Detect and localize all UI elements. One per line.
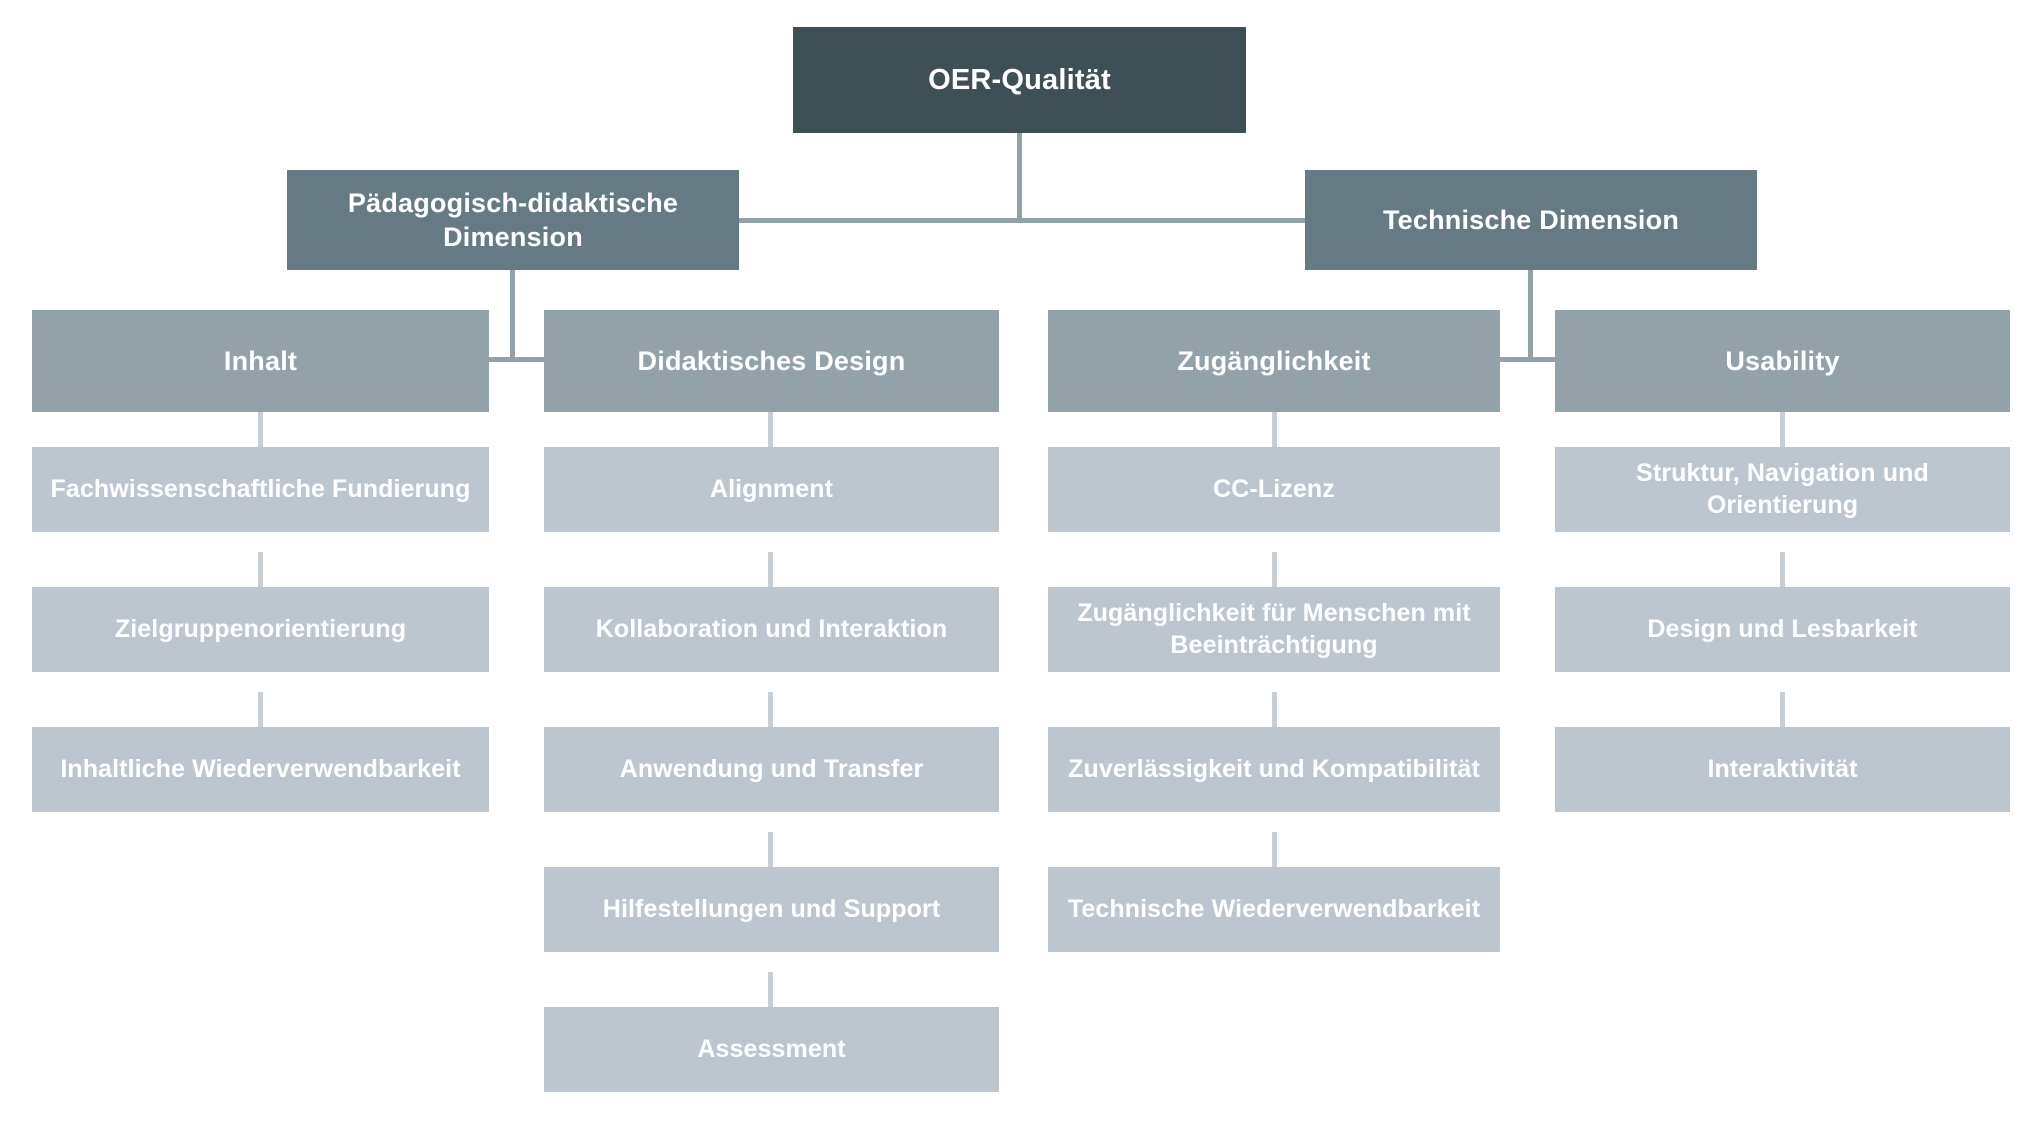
node-inhaltliche-wiederverwendbarkeit[interactable]: Inhaltliche Wiederverwendbarkeit bbox=[32, 727, 489, 812]
node-design-und-lesbarkeit[interactable]: Design und Lesbarkeit bbox=[1555, 587, 2010, 672]
connector-inhalt-2 bbox=[258, 552, 263, 587]
node-zuverlaessigkeit-und-kompatibilitaet[interactable]: Zuverlässigkeit und Kompatibilität bbox=[1048, 727, 1500, 812]
node-struktur-navigation-und-orientierung[interactable]: Struktur, Navigation und Orientierung bbox=[1555, 447, 2010, 532]
connector-dimension-bus bbox=[738, 218, 1306, 223]
connector-dim2-vertical bbox=[1528, 270, 1533, 360]
node-cc-lizenz[interactable]: CC-Lizenz bbox=[1048, 447, 1500, 532]
connector-didaktik-5 bbox=[768, 972, 773, 1007]
node-alignment[interactable]: Alignment bbox=[544, 447, 999, 532]
connector-inhalt-3 bbox=[258, 692, 263, 727]
node-technische-dimension[interactable]: Technische Dimension bbox=[1305, 170, 1757, 270]
connector-root-vertical bbox=[1017, 133, 1022, 223]
connector-zugang-1 bbox=[1272, 412, 1277, 447]
connector-didaktik-3 bbox=[768, 692, 773, 727]
connector-usability-3 bbox=[1780, 692, 1785, 727]
connector-didaktik-1 bbox=[768, 412, 773, 447]
connector-zugang-3 bbox=[1272, 692, 1277, 727]
node-oer-qualitaet[interactable]: OER-Qualität bbox=[793, 27, 1246, 133]
connector-dim2-bus bbox=[1500, 357, 1555, 362]
connector-zugang-2 bbox=[1272, 552, 1277, 587]
connector-usability-1 bbox=[1780, 412, 1785, 447]
node-technische-wiederverwendbarkeit[interactable]: Technische Wiederverwendbarkeit bbox=[1048, 867, 1500, 952]
connector-usability-2 bbox=[1780, 552, 1785, 587]
node-interaktivitaet[interactable]: Interaktivität bbox=[1555, 727, 2010, 812]
connector-dim1-vertical bbox=[510, 270, 515, 360]
connector-didaktik-4 bbox=[768, 832, 773, 867]
node-anwendung-und-transfer[interactable]: Anwendung und Transfer bbox=[544, 727, 999, 812]
connector-zugang-4 bbox=[1272, 832, 1277, 867]
node-fachwissenschaftliche-fundierung[interactable]: Fachwissenschaftliche Fundierung bbox=[32, 447, 489, 532]
node-didaktisches-design[interactable]: Didaktisches Design bbox=[544, 310, 999, 412]
node-kollaboration-und-interaktion[interactable]: Kollaboration und Interaktion bbox=[544, 587, 999, 672]
node-hilfestellungen-und-support[interactable]: Hilfestellungen und Support bbox=[544, 867, 999, 952]
node-zugaenglichkeit-fuer-menschen-mit-beeintraechtigung[interactable]: Zugänglichkeit für Menschen mit Beeinträ… bbox=[1048, 587, 1500, 672]
node-usability[interactable]: Usability bbox=[1555, 310, 2010, 412]
node-assessment[interactable]: Assessment bbox=[544, 1007, 999, 1092]
node-zielgruppenorientierung[interactable]: Zielgruppenorientierung bbox=[32, 587, 489, 672]
node-inhalt[interactable]: Inhalt bbox=[32, 310, 489, 412]
node-zugaenglichkeit[interactable]: Zugänglichkeit bbox=[1048, 310, 1500, 412]
connector-didaktik-2 bbox=[768, 552, 773, 587]
node-paedagogisch-didaktische-dimension[interactable]: Pädagogisch-didaktische Dimension bbox=[287, 170, 739, 270]
connector-inhalt-1 bbox=[258, 412, 263, 447]
connector-dim1-bus bbox=[489, 357, 544, 362]
